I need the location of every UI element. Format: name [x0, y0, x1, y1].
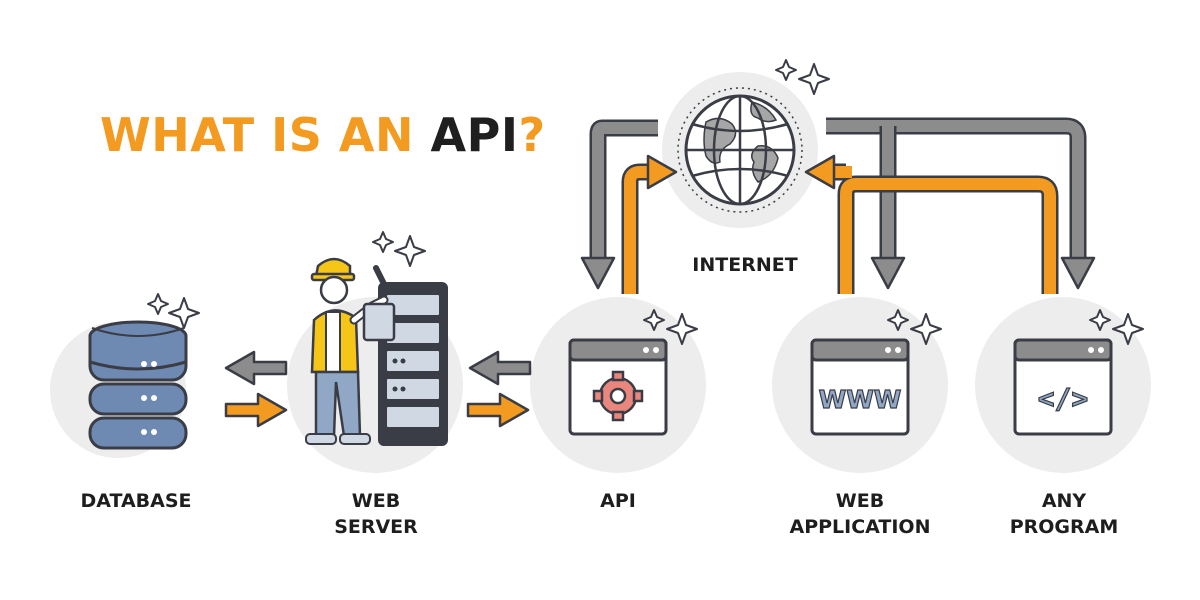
www-icon-text: WWW	[819, 385, 902, 414]
orange-arrow-apps-to-internet	[837, 175, 1059, 294]
label-web-server: WEB SERVER	[334, 490, 418, 538]
label-internet: INTERNET	[692, 254, 798, 276]
gray-arrow-api-to-server	[468, 350, 532, 386]
internet-routes	[580, 117, 1096, 294]
server-api-arrows	[466, 350, 532, 428]
label-database: DATABASE	[80, 490, 192, 512]
gray-arrow-server-to-db	[224, 350, 288, 386]
page-title: WHAT IS AN API?	[100, 108, 546, 162]
gear-icon	[592, 370, 644, 422]
web-app-window-icon: WWW	[810, 338, 910, 436]
label-any-program: ANY PROGRAM	[1009, 490, 1119, 538]
worker-figure	[305, 257, 396, 445]
label-web-application: WEB APPLICATION	[789, 490, 931, 538]
code-icon-text: </>	[1038, 382, 1089, 415]
globe-icon	[677, 87, 803, 213]
label-api: API	[600, 490, 636, 512]
gray-arrow-internet-to-apps	[826, 117, 1087, 262]
server-rack-icon	[378, 282, 448, 446]
orange-arrow-server-to-api	[466, 392, 530, 428]
orange-arrow-db-to-server	[224, 392, 288, 428]
database-icon	[88, 320, 188, 450]
db-server-arrows	[224, 350, 288, 428]
sparkle-icons	[147, 59, 1144, 345]
program-window-icon: </>	[1013, 338, 1113, 436]
